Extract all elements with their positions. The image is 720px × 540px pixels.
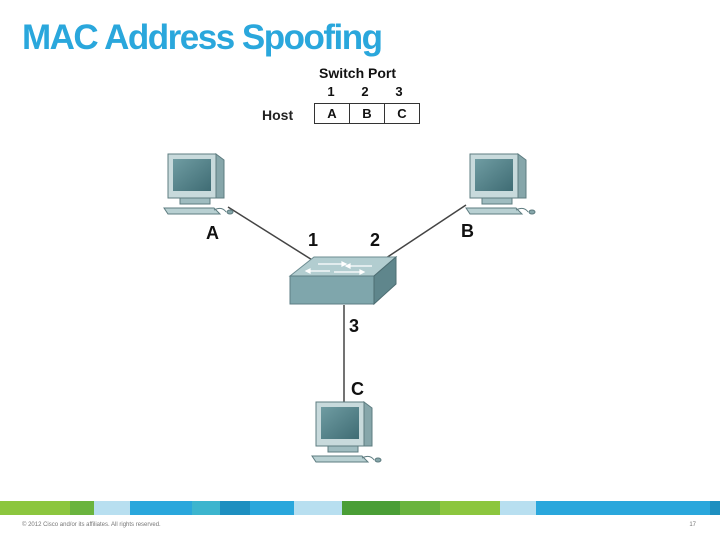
- port-number-1: 1: [327, 84, 335, 99]
- port-number-2: 2: [361, 84, 369, 99]
- link-a-to-switch: [227, 206, 318, 264]
- computer-c-icon: [311, 401, 382, 463]
- host-cell-c: C: [397, 106, 407, 121]
- port-1-label: 1: [308, 230, 319, 250]
- footer-stripe: [130, 501, 192, 515]
- host-cell-b: B: [350, 104, 385, 123]
- computer-a-icon: [163, 153, 234, 215]
- footer-stripe: [710, 501, 720, 515]
- page-number: 17: [689, 522, 696, 528]
- host-cell-a: A: [315, 104, 350, 123]
- port-3-label: 3: [349, 316, 360, 336]
- switch-icon: [288, 255, 398, 306]
- footer-stripe: [220, 501, 250, 515]
- link-b-to-switch: [382, 204, 467, 261]
- slide-title: MAC Address Spoofing: [22, 18, 383, 57]
- computer-b-icon: [465, 153, 536, 215]
- host-a-label: A: [206, 223, 219, 243]
- host-row-label: Host: [262, 107, 294, 123]
- footer-stripe: [500, 501, 536, 515]
- footer-color-bar: [0, 501, 720, 515]
- footer-stripe: [70, 501, 94, 515]
- port-2-label: 2: [370, 230, 381, 250]
- footer-stripe: [0, 501, 70, 515]
- host-b-label: B: [461, 221, 474, 241]
- footer-stripe: [536, 501, 710, 515]
- footer-stripe: [294, 501, 342, 515]
- host-c-label: C: [351, 379, 364, 399]
- footer-stripe: [192, 501, 220, 515]
- host-cells: A B C: [314, 103, 420, 124]
- footer-stripe: [400, 501, 440, 515]
- copyright-footer: © 2012 Cisco and/or its affiliates. All …: [22, 522, 161, 528]
- footer-stripe: [440, 501, 500, 515]
- footer-stripe: [94, 501, 130, 515]
- table-header-switch-port: Switch Port: [319, 65, 397, 81]
- footer-stripe: [342, 501, 400, 515]
- footer-stripe: [250, 501, 294, 515]
- port-number-3: 3: [395, 84, 403, 99]
